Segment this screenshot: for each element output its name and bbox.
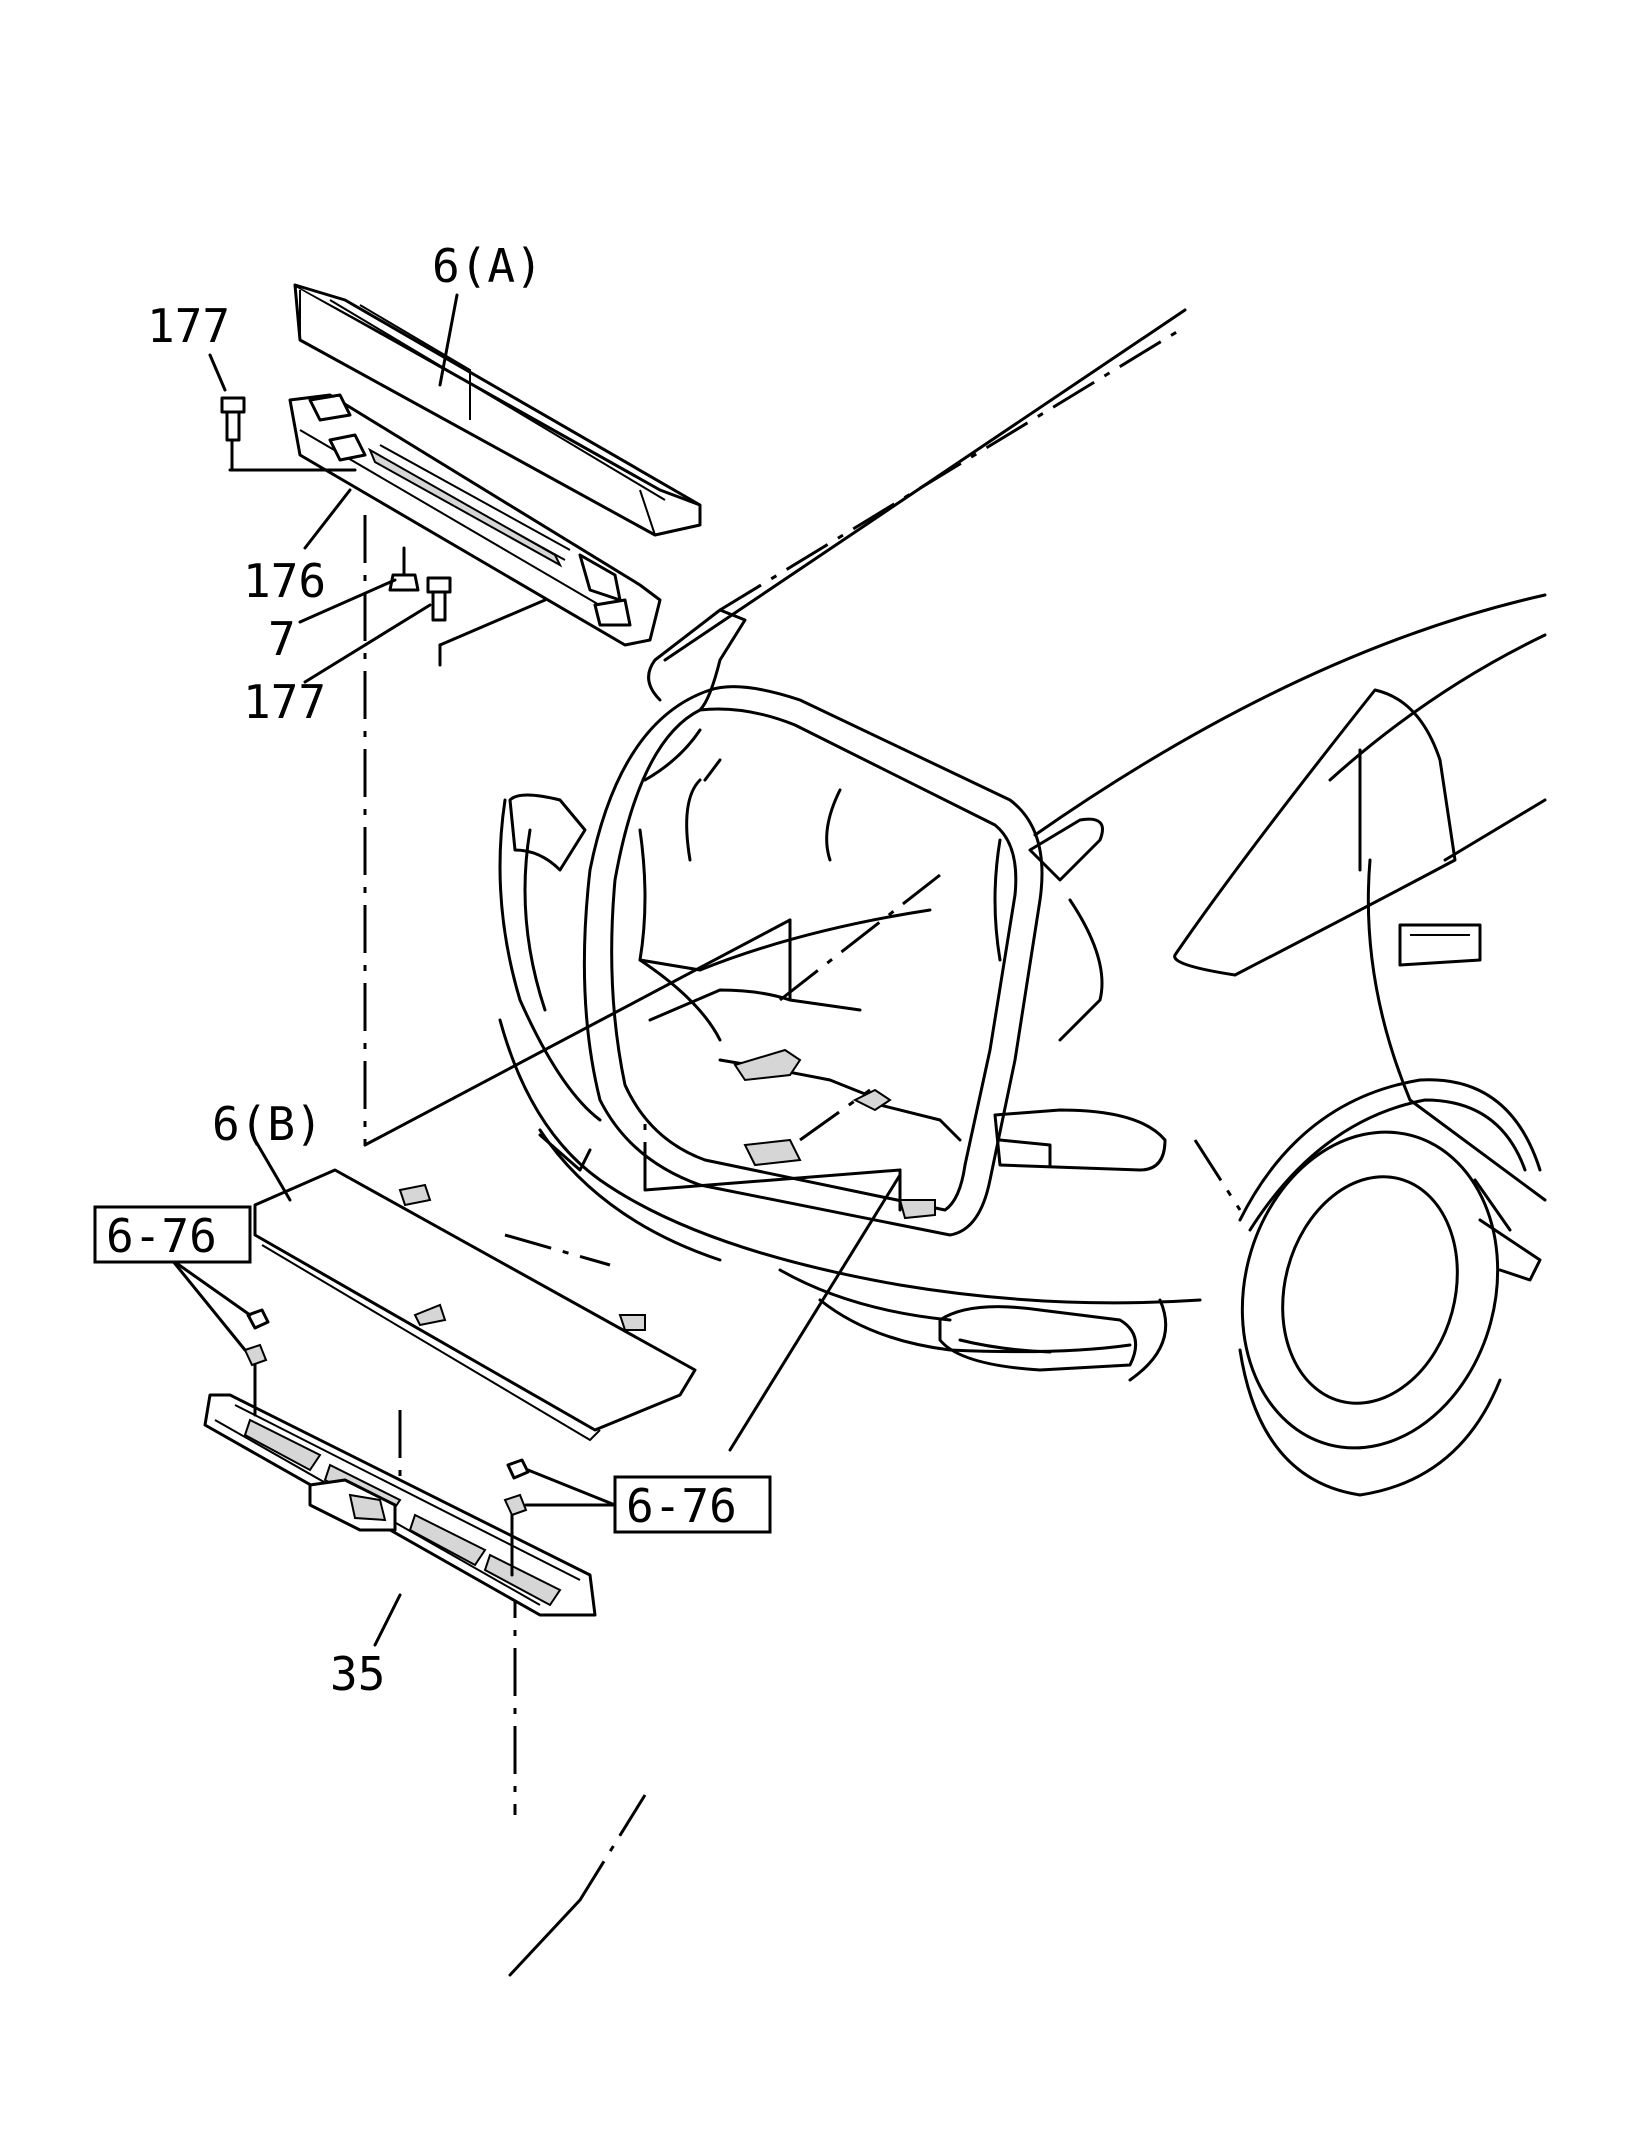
label-part-6b: 6(B) [212, 1097, 323, 1151]
label-part-35: 35 [330, 1647, 385, 1701]
label-ref-6-76-right: 6-76 [626, 1479, 737, 1533]
ref-box-6-76-right: 6-76 [613, 1475, 772, 1534]
callout-leaders [208, 293, 459, 1647]
label-part-6a: 6(A) [432, 239, 543, 293]
part-176-bracket [228, 393, 662, 667]
label-part-177-bottom: 177 [243, 675, 326, 729]
part-177-bolt-top [220, 396, 246, 472]
label-part-176: 176 [243, 554, 326, 608]
part-35-scuff-plate [203, 1393, 597, 1617]
part-6b-floor-board [253, 1168, 697, 1442]
clip-6-76-left [170, 1258, 270, 1417]
part-6a-tonneau-cover [293, 283, 702, 537]
leader-lines [363, 918, 902, 1977]
vehicle-body [363, 308, 1547, 1901]
part-177-bolt-bottom [426, 576, 452, 622]
label-ref-6-76-left: 6-76 [106, 1209, 217, 1263]
ref-box-6-76-left: 6-76 [93, 1205, 252, 1264]
label-part-7: 7 [268, 612, 296, 666]
part-7-nut [388, 546, 420, 592]
label-part-177-top: 177 [147, 299, 230, 353]
clip-6-76-right [503, 1458, 617, 1577]
